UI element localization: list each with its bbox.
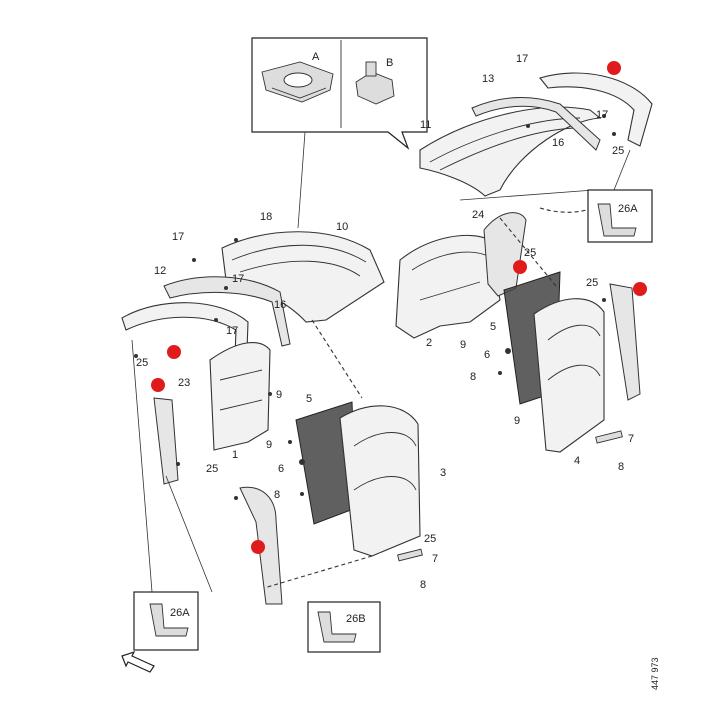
callout-label: 9 — [514, 415, 520, 427]
bracket-7-left — [397, 548, 423, 562]
callout-label: 9 — [460, 339, 466, 351]
direction-arrow-icon — [121, 650, 155, 673]
strip-25-right — [609, 283, 641, 401]
bracket-24 — [483, 212, 527, 297]
callout-label: 17 — [172, 231, 184, 243]
marker-dot — [251, 540, 265, 554]
detail-inset-ab — [251, 37, 428, 229]
callout-label: 17 — [596, 109, 608, 121]
callout-label: 2 — [426, 337, 432, 349]
strip-23 — [153, 397, 179, 485]
callout-label: 8 — [420, 579, 426, 591]
marker-dot — [513, 260, 527, 274]
inset-26b — [307, 601, 381, 653]
callout-label: 8 — [470, 371, 476, 383]
callout-label: 25 — [612, 145, 624, 157]
callout-label: 17 — [516, 53, 528, 65]
inset-26a-bottom — [133, 591, 199, 651]
callout-label: 17 — [226, 325, 238, 337]
callout-label: 1 — [232, 449, 238, 461]
wing-1 — [209, 342, 271, 451]
callout-label: 25 — [136, 357, 148, 369]
callout-label: 26B — [346, 613, 366, 625]
callout-label: 3 — [440, 467, 446, 479]
callout-label: 25 — [424, 533, 436, 545]
callout-label: 13 — [482, 73, 494, 85]
fastener-markers — [134, 114, 616, 500]
callout-label: 8 — [618, 461, 624, 473]
callout-label: 16 — [552, 137, 564, 149]
inset-26a-top — [587, 189, 653, 243]
callout-label: 18 — [260, 211, 272, 223]
bracket-7-right — [595, 430, 623, 444]
splashguard-3 — [339, 405, 421, 557]
splashguard-4 — [533, 298, 605, 453]
callout-label: 25 — [524, 247, 536, 259]
callout-labels: A B 17 13 17 11 16 25 26A 18 10 17 12 17… — [136, 51, 638, 625]
callout-label: 10 — [336, 221, 348, 233]
callout-label: 17 — [232, 273, 244, 285]
callout-label: 5 — [490, 321, 496, 333]
callout-label: 9 — [266, 439, 272, 451]
marker-dot — [633, 282, 647, 296]
callout-label: 6 — [278, 463, 284, 475]
clip-a-icon — [261, 61, 334, 103]
callout-label: A — [312, 51, 320, 63]
rear-upper-assembly — [419, 72, 653, 213]
callout-label: 7 — [432, 553, 438, 565]
clip-b-icon — [355, 61, 395, 105]
callout-label: 8 — [274, 489, 280, 501]
callout-label: 25 — [586, 277, 598, 289]
liner-2 — [395, 234, 501, 339]
callout-label: 9 — [276, 389, 282, 401]
callout-label: 12 — [154, 265, 166, 277]
callout-label: 25 — [206, 463, 218, 475]
document-number: 447 973 — [650, 657, 660, 690]
marker-dot — [607, 61, 621, 75]
callout-label: 16 — [274, 299, 286, 311]
callout-label: 4 — [574, 455, 580, 467]
callout-label: 23 — [178, 377, 190, 389]
callout-label: 26A — [618, 203, 638, 215]
callout-label: B — [386, 57, 393, 69]
callout-label: 11 — [420, 119, 431, 131]
callout-label: 5 — [306, 393, 312, 405]
callout-label: 7 — [628, 433, 634, 445]
callout-label: 24 — [472, 209, 484, 221]
callout-label: 26A — [170, 607, 190, 619]
marker-dot — [167, 345, 181, 359]
marker-dot — [151, 378, 165, 392]
callout-label: 6 — [484, 349, 490, 361]
